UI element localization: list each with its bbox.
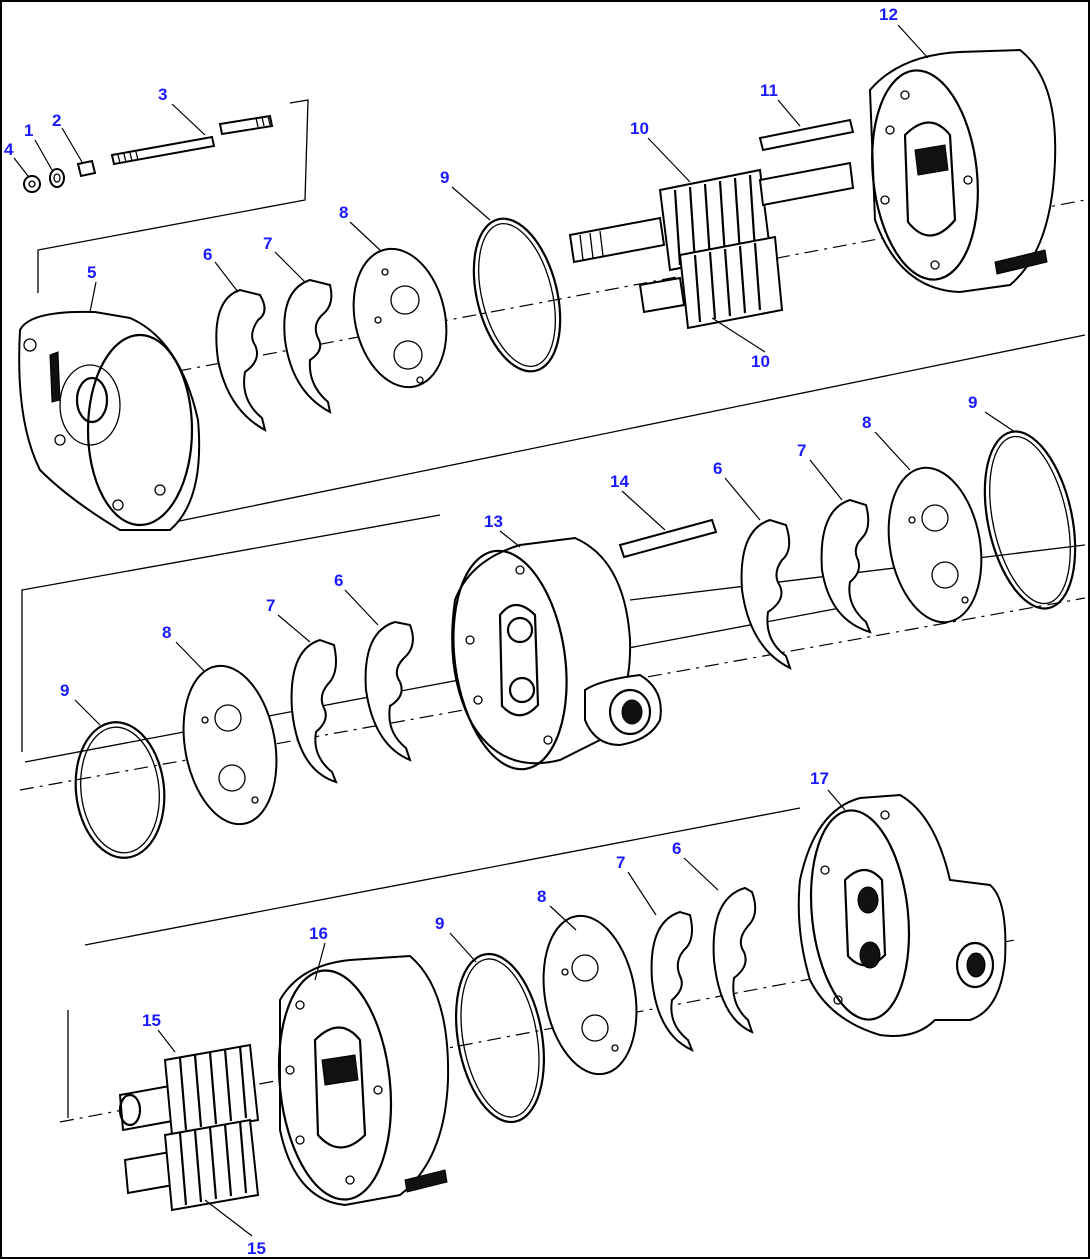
leader-lines: [13, 24, 1016, 1237]
part-9-oring-mid-right: [983, 430, 1077, 610]
part-1-washer: [49, 168, 65, 188]
callout-8-top: 8: [339, 203, 348, 222]
callout-13: 13: [484, 512, 503, 531]
part-7-backup-bottom: [650, 910, 694, 1052]
part-7-backup-top: [283, 278, 333, 414]
part-15-gear-lower: [123, 1118, 260, 1212]
part-8-plate-top: [352, 247, 448, 389]
callout-9-mid-right: 9: [968, 393, 977, 412]
part-4-nut: [23, 175, 41, 193]
part-10-driven-gear: [638, 235, 784, 330]
callout-7-top: 7: [263, 234, 272, 253]
part-6-seal-bottom: [712, 886, 757, 1034]
part-6-seal-mid-right: [740, 518, 792, 670]
part-3-stud-bolt: [110, 114, 274, 166]
callout-10-top: 10: [630, 119, 649, 138]
part-9-oring-mid-left: [74, 721, 166, 859]
part-9-oring-top: [472, 217, 562, 373]
part-15-gear-upper: [118, 1043, 260, 1137]
callout-9-top: 9: [440, 168, 449, 187]
callout-5: 5: [87, 263, 96, 282]
panel-boundaries: [21, 99, 1086, 1118]
part-16-gear-housing-bottom: [277, 954, 450, 1207]
callout-14: 14: [610, 472, 629, 491]
callout-9-mid-left: 9: [60, 681, 69, 700]
part-17-rear-cover: [797, 793, 1007, 1037]
callout-6-mid-left: 6: [334, 571, 343, 590]
callout-8-mid-right: 8: [862, 413, 871, 432]
part-6-seal-top: [215, 288, 267, 432]
callout-6-top: 6: [203, 245, 212, 264]
callout-6-bottom: 6: [672, 839, 681, 858]
callout-16: 16: [309, 924, 328, 943]
part-2-sleeve: [76, 159, 97, 178]
part-8-plate-mid-left: [182, 664, 278, 826]
callout-12: 12: [879, 5, 898, 24]
part-11-pin: [758, 118, 855, 152]
part-12-gear-housing-top: [868, 48, 1057, 294]
callout-8-mid-left: 8: [162, 623, 171, 642]
callout-4: 4: [4, 140, 14, 159]
callout-labels: 1 2 3 4 5 6 7 8 9 10 10 11 12 13 14 6 7 …: [4, 5, 977, 1258]
callout-15-top: 15: [142, 1011, 161, 1030]
callout-10-bottom: 10: [751, 352, 770, 371]
part-7-backup-mid-right: [820, 498, 872, 634]
callout-2: 2: [52, 111, 61, 130]
callout-15-bottom: 15: [247, 1239, 266, 1258]
callout-1: 1: [24, 121, 33, 140]
callout-17: 17: [810, 769, 829, 788]
callout-11: 11: [760, 81, 778, 100]
part-8-plate-mid-right: [887, 466, 983, 624]
callout-7-mid-right: 7: [797, 441, 806, 460]
callout-9-bottom: 9: [435, 914, 444, 933]
part-13-center-housing: [451, 536, 662, 771]
part-7-backup-mid-left: [290, 638, 338, 784]
callout-6-mid-right: 6: [713, 459, 722, 478]
callout-8-bottom: 8: [537, 887, 546, 906]
callout-3: 3: [158, 85, 167, 104]
part-14-pin: [618, 518, 718, 559]
part-9-oring-bottom: [454, 952, 546, 1124]
part-5-front-cover: [18, 310, 201, 531]
callout-7-mid-left: 7: [266, 596, 275, 615]
callout-7-bottom: 7: [616, 853, 625, 872]
part-6-seal-mid-left: [364, 620, 414, 762]
part-8-plate-bottom: [542, 914, 638, 1076]
